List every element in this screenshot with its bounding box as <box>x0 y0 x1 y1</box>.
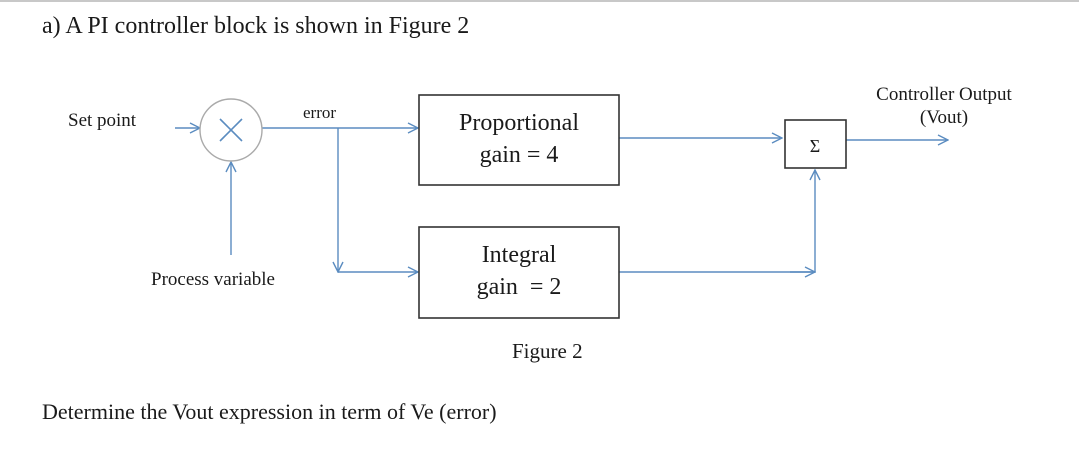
summer-block <box>784 119 847 169</box>
integral-title: Integral <box>482 242 557 268</box>
integral-block <box>418 226 620 319</box>
top-border-line <box>0 0 1079 2</box>
error-label: error <box>303 103 336 122</box>
proportional-gain: gain = 4 <box>480 142 559 168</box>
proportional-block <box>418 94 620 186</box>
process-variable-label: Process variable <box>151 269 275 290</box>
question-prompt: Determine the Vout expression in term of… <box>42 399 497 424</box>
set-point-label: Set point <box>68 110 137 131</box>
question-heading: a) A PI controller block is shown in Fig… <box>42 13 470 39</box>
figure-caption: Figure 2 <box>512 339 583 363</box>
vout-label: (Vout) <box>920 107 968 128</box>
comparator-junction <box>199 98 263 162</box>
integral-gain: gain = 2 <box>477 274 562 300</box>
proportional-title: Proportional <box>459 110 579 136</box>
sigma-symbol: Σ <box>810 136 820 156</box>
controller-output-label: Controller Output <box>876 84 1012 105</box>
integral-to-sum-path <box>619 170 815 273</box>
